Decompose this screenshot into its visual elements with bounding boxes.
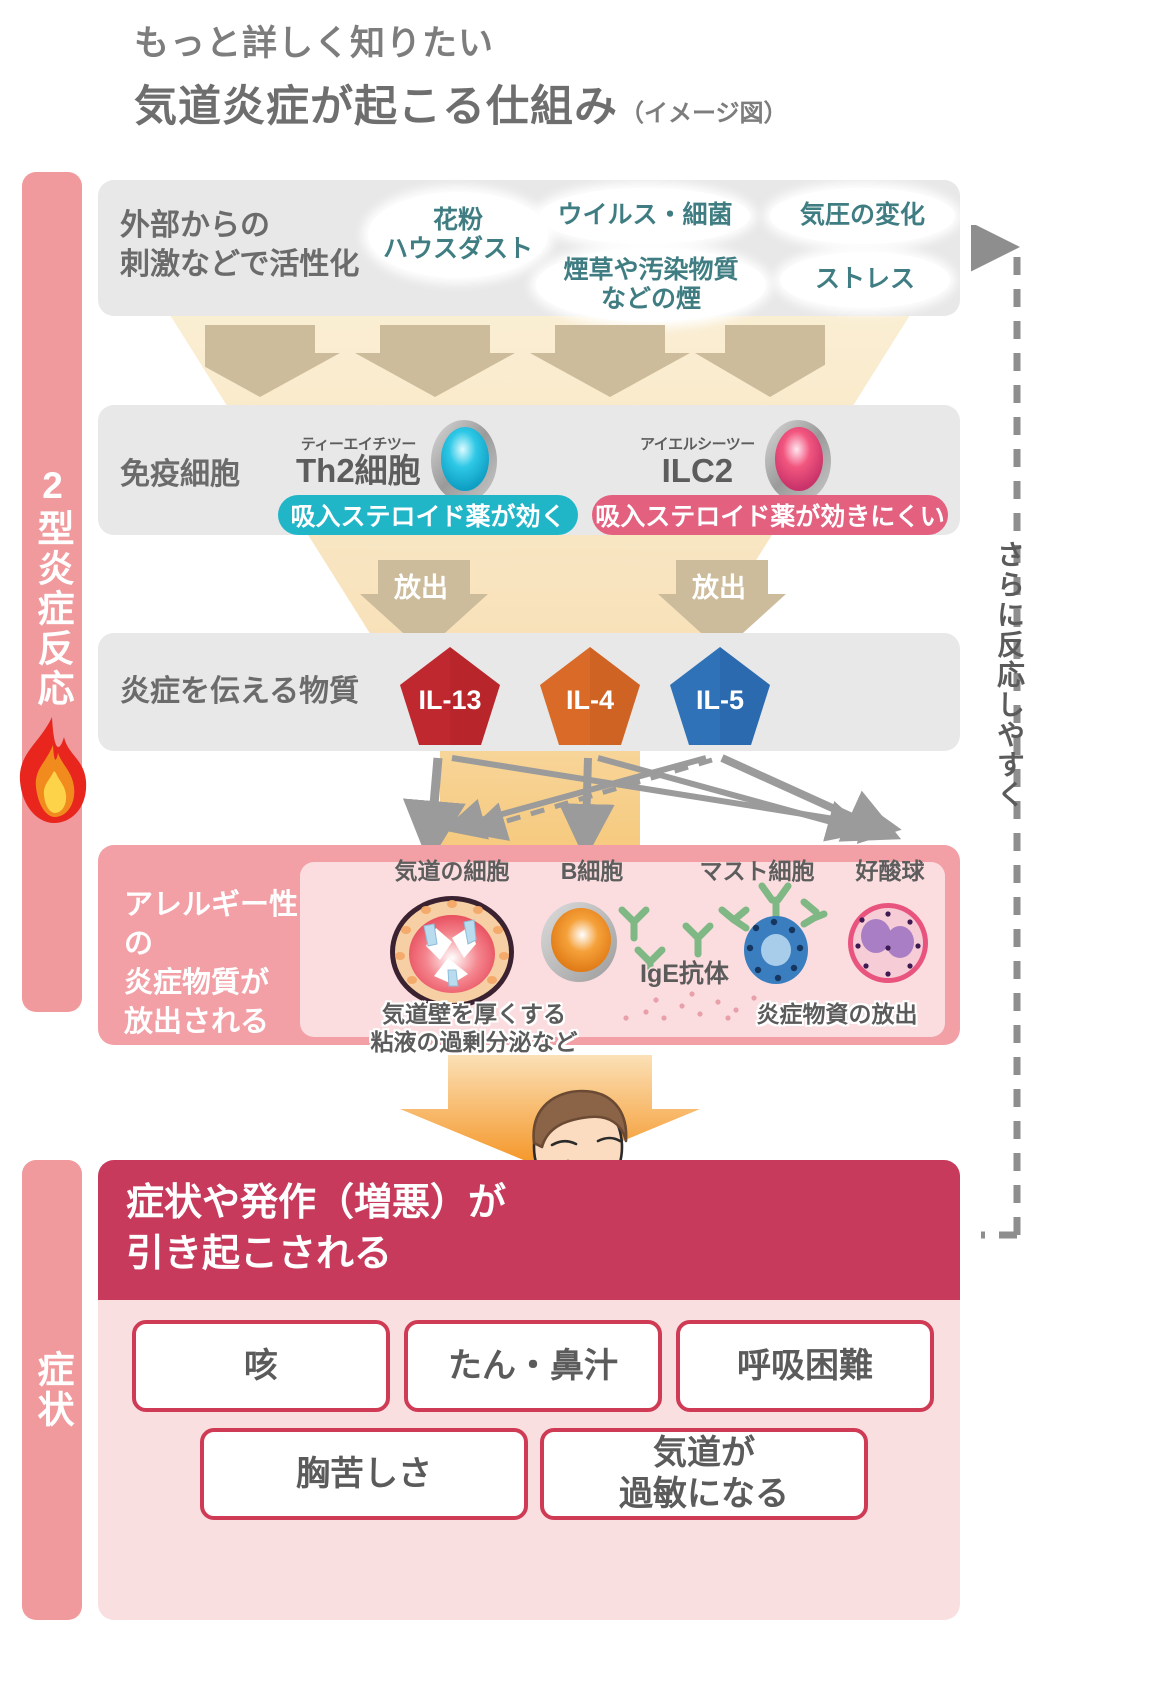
symptom-box-chest-tightness: 胸苦しさ xyxy=(200,1428,528,1520)
rail-type2-inflammation: 2型炎症反応 xyxy=(22,172,82,1012)
cytokine-target-arrows xyxy=(402,754,902,864)
allergy-label-line1: アレルギー性の xyxy=(124,889,299,961)
stimulus-label-line1: 外部からの xyxy=(120,209,270,242)
bubble-smoke-line1: 煙草や汚染物質 xyxy=(563,255,739,284)
allergy-cell-label-mast: マスト細胞 xyxy=(699,858,815,884)
stimulus-label-line2: 刺激などで活性化 xyxy=(120,248,360,281)
allergy-caption-airway-line2: 粘液の過剰分泌など xyxy=(370,1029,578,1056)
stimulus-bubble-smoke: 煙草や汚染物質 などの煙 xyxy=(536,248,766,322)
cytokine-il4-icon xyxy=(540,647,640,745)
rail-type2-label: 2型炎症反応 xyxy=(32,465,73,709)
bubble-stress-label: ストレス xyxy=(814,265,915,294)
bubble-virus-label: ウイルス・細菌 xyxy=(557,201,733,230)
symptom-airway-line2: 過敏になる xyxy=(619,1475,789,1513)
stimulus-bubble-pressure: 気圧の変化 xyxy=(770,188,955,244)
allergy-caption-airway: 気道壁を厚くする 粘液の過剰分泌など xyxy=(344,1000,604,1056)
feedback-loop-arrow-icon xyxy=(971,225,1021,1239)
stimulus-down-arrows xyxy=(205,325,825,397)
ilc2-cell-icon xyxy=(764,420,831,502)
symptom-box-dyspnea: 呼吸困難 xyxy=(676,1320,934,1412)
stimulus-bubble-pollen: 花粉 ハウスダスト xyxy=(368,192,548,278)
allergy-label-line3: 放出される xyxy=(124,1006,270,1039)
flame-icon xyxy=(19,717,87,823)
bubble-pollen-line1: 花粉 xyxy=(432,205,483,234)
ige-label: IgE抗体 xyxy=(640,960,729,988)
page-title: もっと詳しく知りたい 気道炎症が起こる仕組み （イメージ図） xyxy=(134,22,788,134)
symptom-box-cough: 咳 xyxy=(132,1320,390,1412)
release-arrow-left xyxy=(360,560,488,652)
immune-cell-th2: ティーエイチツー Th2細胞 xyxy=(296,418,503,504)
badge-ilc2-steroid: 吸入ステロイド薬が効きにくい xyxy=(592,495,948,535)
release-arrow-right xyxy=(658,560,786,652)
allergy-caption-release: 炎症物資の放出 xyxy=(722,1000,952,1028)
cytokine-panel xyxy=(98,633,960,751)
symptom-airway-line1: 気道が xyxy=(653,1434,755,1473)
ilc2-ruby: アイエルシーツー xyxy=(640,436,755,454)
symptom-header-panel xyxy=(98,1160,960,1300)
th2-ruby: ティーエイチツー xyxy=(300,436,417,454)
eosinophil-icon xyxy=(848,903,928,983)
title-main: 気道炎症が起こる仕組み xyxy=(134,82,618,131)
cytokine-il13-icon xyxy=(400,647,500,745)
allergy-cell-label-airway: 気道の細胞 xyxy=(394,858,510,884)
ilc2-name: ILC2 xyxy=(661,452,734,490)
stimulus-bubble-virus: ウイルス・細菌 xyxy=(540,188,750,244)
rail-symptoms: 症状 xyxy=(22,1160,82,1620)
title-subtitle: もっと詳しく知りたい xyxy=(134,24,495,63)
cytokine-il4-label: IL-4 xyxy=(565,685,614,715)
mast-cell-icon xyxy=(718,882,828,984)
inflammatory-particles-icon xyxy=(623,991,775,1021)
th2-cell-icon xyxy=(430,420,497,502)
badge-th2-steroid: 吸入ステロイド薬が効く xyxy=(278,495,578,535)
allergy-caption-airway-line1: 気道壁を厚くする xyxy=(382,1001,566,1027)
title-note: （イメージ図） xyxy=(620,99,788,127)
allergy-cell-label-bcell: B細胞 xyxy=(560,858,624,884)
cytokine-panel-label: 炎症を伝える物質 xyxy=(120,675,360,708)
stimulus-bubble-stress: ストレス xyxy=(780,252,950,308)
bubble-pressure-label: 気圧の変化 xyxy=(799,201,925,230)
airway-cell-icon xyxy=(390,896,514,1006)
allergy-panel-label: アレルギー性の 炎症物質が 放出される xyxy=(124,886,324,1043)
b-cell-icon xyxy=(541,902,617,982)
ige-antibody-icon xyxy=(618,906,714,982)
immune-cell-ilc2: アイエルシーツー ILC2 xyxy=(640,418,837,504)
immune-panel-label: 免疫細胞 xyxy=(120,458,240,491)
symptom-heading-line1: 症状や発作（増悪）が xyxy=(126,1182,507,1224)
symptom-box-airway-hyperreactivity: 気道が 過敏になる xyxy=(540,1428,868,1520)
release-label-right: 放出 xyxy=(692,573,746,603)
rail-symptom-label: 症状 xyxy=(32,1350,73,1430)
symptom-header-text: 症状や発作（増悪）が 引き起こされる xyxy=(126,1178,546,1281)
allergy-cell-label-eosinophil: 好酸球 xyxy=(855,858,925,884)
allergy-caption-release-line1: 炎症物資の放出 xyxy=(756,1001,918,1027)
cytokine-il13-label: IL-13 xyxy=(418,685,482,715)
allergy-label-line2: 炎症物質が xyxy=(124,967,270,1000)
symptom-box-phlegm: たん・鼻汁 xyxy=(404,1320,662,1412)
bubble-pollen-line2: ハウスダスト xyxy=(382,235,533,263)
stimulus-panel-label: 外部からの 刺激などで活性化 xyxy=(120,206,380,284)
bubble-smoke-line2: などの煙 xyxy=(600,285,701,313)
th2-name: Th2細胞 xyxy=(296,452,421,490)
cytokine-il5-icon xyxy=(670,647,770,745)
symptom-heading-line2: 引き起こされる xyxy=(126,1233,393,1276)
release-label-left: 放出 xyxy=(394,573,448,603)
feedback-label: さらに反応しやすく xyxy=(994,540,1025,810)
cytokine-il5-label: IL-5 xyxy=(695,685,744,715)
